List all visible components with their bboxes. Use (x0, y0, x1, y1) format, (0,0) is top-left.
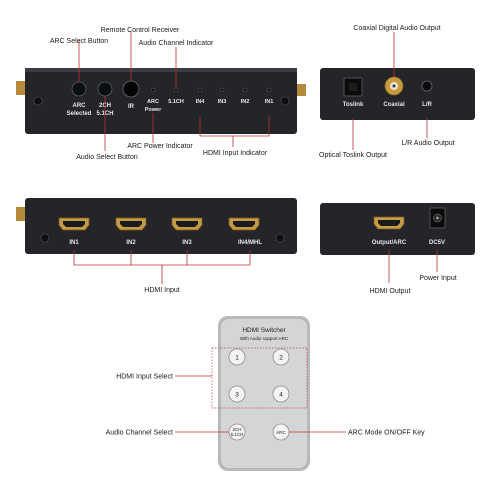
audio-channel-led (173, 87, 179, 93)
coaxial-label: Coaxial (383, 102, 405, 108)
front-left-connector (16, 81, 26, 95)
dc5v-label: DC5V (429, 240, 445, 246)
arc-label: ARC (73, 103, 87, 109)
screw-icon (33, 96, 43, 106)
remote-key-2[interactable] (272, 348, 290, 366)
input-left-connector (16, 207, 26, 221)
front-panel: ARC Selected 2CH 5.1CH IR ARC Power 5.1C… (16, 68, 306, 134)
screw-icon (275, 233, 285, 243)
callout-audio-select-button: Audio Select Button (76, 154, 138, 161)
hdmi-output-port-icon (373, 216, 405, 230)
hdmi-port-in2-icon (115, 217, 147, 231)
remote-key-3-label: 3 (235, 392, 239, 399)
callout-hdmi-input-select: HDMI Input Select (116, 374, 173, 381)
input-panel: IN1 IN2 IN3 IN4/MHL (16, 198, 297, 254)
screw-icon (280, 96, 290, 106)
callout-audio-channel-select: Audio Channel Select (106, 430, 173, 437)
remote-key-2-label: 2 (279, 355, 283, 362)
in1-led (266, 87, 272, 93)
callout-hdmi-input: HDMI Input (144, 287, 179, 294)
remote-audio-key-label-2: 5.1CH (231, 432, 244, 437)
callout-arc-select-button: ARC Select Button (50, 38, 108, 45)
in2-led (242, 87, 248, 93)
arc-power-label-2: Power (145, 107, 162, 113)
5-1ch-indicator-label: 5.1CH (168, 99, 184, 105)
callout-lr-audio-output: L/R Audio Output (401, 140, 454, 147)
callout-hdmi-input-indicator: HDMI Input Indicator (203, 150, 268, 157)
remote-control: HDMI Switcher With Audio support ARC 1 2… (211, 316, 310, 471)
remote-key-1-label: 1 (235, 355, 239, 362)
in4-mhl-port-label: IN4/MHL (238, 240, 262, 246)
rear-audio-panel: Toslink Coaxial L/R (320, 68, 475, 120)
in4-indicator-label: IN4 (196, 99, 206, 105)
remote-key-1[interactable] (228, 348, 246, 366)
output-panel: Output/ARC DC5V (320, 203, 475, 255)
hdmi-port-in3-icon (171, 217, 203, 231)
lr-label: L/R (422, 102, 432, 108)
input-select-highlight (211, 347, 308, 409)
remote-arc-key-label: ARC (276, 430, 286, 435)
callout-lines (73, 31, 438, 433)
remote-subtitle: With Audio support ARC (240, 336, 289, 341)
callout-audio-channel-indicator: Audio Channel Indicator (139, 40, 214, 47)
selected-label: Selected (67, 111, 92, 117)
remote-audio-key-label-1: 2CH (232, 427, 241, 432)
remote-key-4[interactable] (272, 385, 290, 403)
arc-select-button[interactable] (71, 81, 87, 97)
callout-optical-toslink-output: Optical Toslink Output (319, 152, 387, 159)
in3-port-label: IN3 (182, 240, 192, 246)
arc-power-indicator-led (150, 87, 156, 93)
screw-icon (40, 233, 50, 243)
in3-led (219, 87, 225, 93)
remote-key-4-label: 4 (279, 392, 283, 399)
output-arc-label: Output/ARC (372, 240, 407, 246)
callout-hdmi-output: HDMI Output (370, 288, 411, 295)
front-right-connector (297, 84, 306, 96)
audio-select-button[interactable] (97, 81, 113, 97)
in1-port-label: IN1 (69, 240, 79, 246)
callout-remote-control-receiver: Remote Control Receiver (101, 27, 180, 34)
callout-arc-power-indicator: ARC Power Indicator (127, 143, 193, 150)
in1-indicator-label: IN1 (265, 99, 274, 105)
lr-audio-jack-icon (421, 80, 433, 92)
in3-indicator-label: IN3 (218, 99, 227, 105)
arc-power-label-1: ARC (147, 99, 159, 105)
hdmi-port-in1-icon (58, 217, 90, 231)
ir-label: IR (128, 104, 135, 110)
in4-led (197, 87, 203, 93)
input-panel-body (25, 198, 297, 254)
callout-power-input: Power Input (419, 275, 456, 282)
in2-indicator-label: IN2 (241, 99, 250, 105)
remote-key-3[interactable] (228, 385, 246, 403)
callout-arc-mode-key: ARC Mode ON/OFF Key (348, 430, 425, 437)
callout-coaxial-digital-audio-output: Coaxial Digital Audio Output (353, 25, 440, 32)
in2-port-label: IN2 (126, 240, 136, 246)
ir-receiver-icon (122, 80, 140, 98)
toslink-label: Toslink (343, 102, 364, 108)
remote-title: HDMI Switcher (242, 327, 286, 334)
front-panel-body (25, 68, 297, 134)
hdmi-port-in4-icon (228, 217, 260, 231)
